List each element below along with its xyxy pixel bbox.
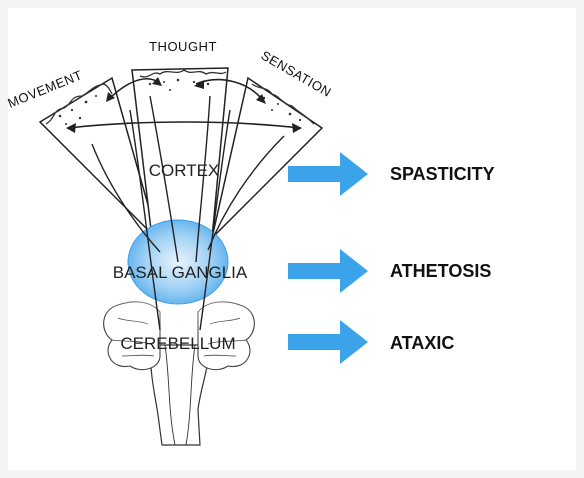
arrow-athetosis [288,249,368,293]
arrow-ataxic [288,320,368,364]
condition-athetosis: ATHETOSIS [390,261,491,281]
condition-spasticity: SPASTICITY [390,164,495,184]
cortex-fan [40,68,322,240]
label-cortex: CORTEX [149,161,220,180]
label-basal-ganglia: BASAL GANGLIA [113,263,248,282]
condition-arrows [288,152,368,364]
label-thought: THOUGHT [149,39,217,54]
arrow-spasticity [288,152,368,196]
condition-ataxic: ATAXIC [390,333,454,353]
label-cerebellum: CEREBELLUM [120,334,235,353]
